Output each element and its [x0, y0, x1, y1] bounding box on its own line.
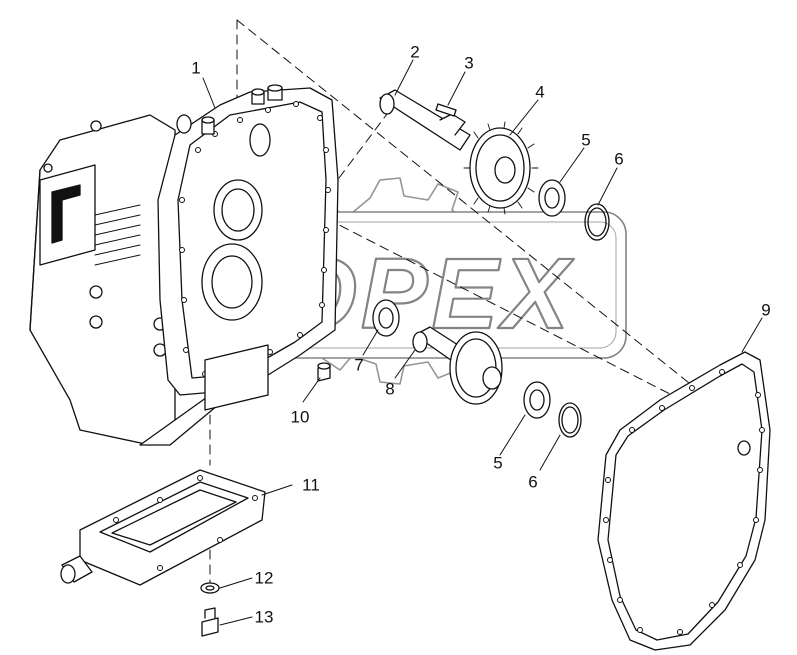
snap-ring-6-upper — [584, 203, 610, 241]
dowel-pin-10 — [317, 362, 331, 382]
callout-13: 13 — [254, 607, 274, 627]
washer-12 — [200, 582, 220, 594]
snap-ring-6-lower — [558, 402, 582, 438]
callout-4: 4 — [535, 82, 545, 102]
callout-2: 2 — [410, 42, 420, 62]
shaft-2 — [379, 89, 471, 151]
transmission-housing — [29, 84, 339, 446]
bearing-5-lower — [523, 381, 551, 419]
callout-5-upper: 5 — [581, 130, 591, 150]
callout-12: 12 — [254, 568, 274, 588]
drain-plug-13 — [201, 607, 219, 637]
gear-shaft-8 — [412, 326, 503, 405]
callout-11: 11 — [302, 475, 320, 495]
callout-6-upper: 6 — [614, 149, 624, 169]
callout-5-lower: 5 — [493, 453, 503, 473]
oil-pan-11 — [60, 469, 266, 586]
callout-7: 7 — [354, 355, 364, 375]
callout-10: 10 — [290, 407, 310, 427]
key-3 — [435, 103, 457, 117]
leader-lines — [202, 59, 763, 626]
gear-4 — [463, 121, 539, 215]
callout-1: 1 — [191, 58, 201, 78]
bearing-7 — [372, 299, 400, 337]
callout-3: 3 — [464, 53, 474, 73]
callout-9: 9 — [761, 300, 771, 320]
callout-6-lower: 6 — [528, 472, 538, 492]
bearing-5-upper — [538, 179, 566, 217]
gasket-9 — [597, 351, 771, 651]
callout-8: 8 — [385, 379, 395, 399]
